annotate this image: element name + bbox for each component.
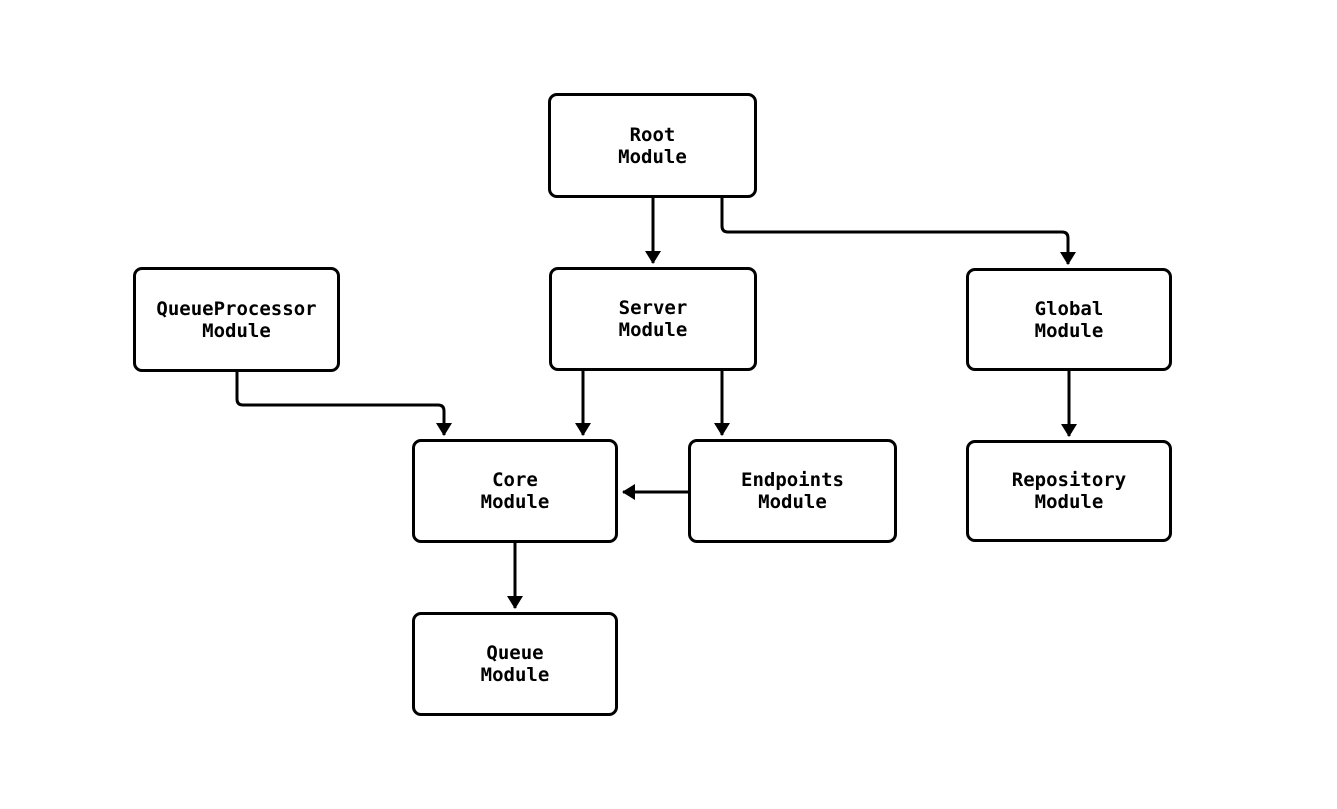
node-queue-module-label-line2: Module (480, 664, 550, 686)
node-core-module-label-line1: Core (492, 469, 538, 491)
node-endpoints-module: Endpoints Module (688, 439, 897, 543)
node-queueprocessor-module-label-line1: QueueProcessor (156, 297, 317, 320)
node-server-module: Server Module (549, 267, 757, 371)
node-core-module: Core Module (412, 439, 618, 543)
node-global-module-label-line1: Global (1034, 297, 1104, 320)
node-core-module-label-line2: Module (480, 491, 550, 513)
node-repository-module-label-line1: Repository (1011, 469, 1127, 491)
edge-queueprocessor-to-core (235, 372, 452, 436)
node-global-module: Global Module (966, 268, 1172, 371)
node-repository-module: Repository Module (966, 440, 1172, 542)
node-queue-module-label-line1: Queue (486, 642, 544, 664)
node-server-module-label-line2: Module (618, 319, 688, 341)
node-global-module-label-line2: Module (1034, 319, 1104, 342)
node-queueprocessor-module: QueueProcessor Module (133, 267, 340, 372)
node-queue-module: Queue Module (412, 612, 618, 716)
edge-root-to-global (720, 198, 1076, 265)
node-root-module-label-line2: Module (618, 145, 687, 168)
node-endpoints-module-label-line1: Endpoints (741, 469, 844, 491)
node-endpoints-module-label-line2: Module (758, 491, 827, 513)
node-repository-module-label-line2: Module (1034, 491, 1104, 513)
node-server-module-label-line1: Server (618, 297, 688, 319)
node-root-module: Root Module (548, 93, 757, 198)
node-queueprocessor-module-label-line2: Module (202, 319, 271, 342)
node-root-module-label-line1: Root (629, 123, 676, 146)
